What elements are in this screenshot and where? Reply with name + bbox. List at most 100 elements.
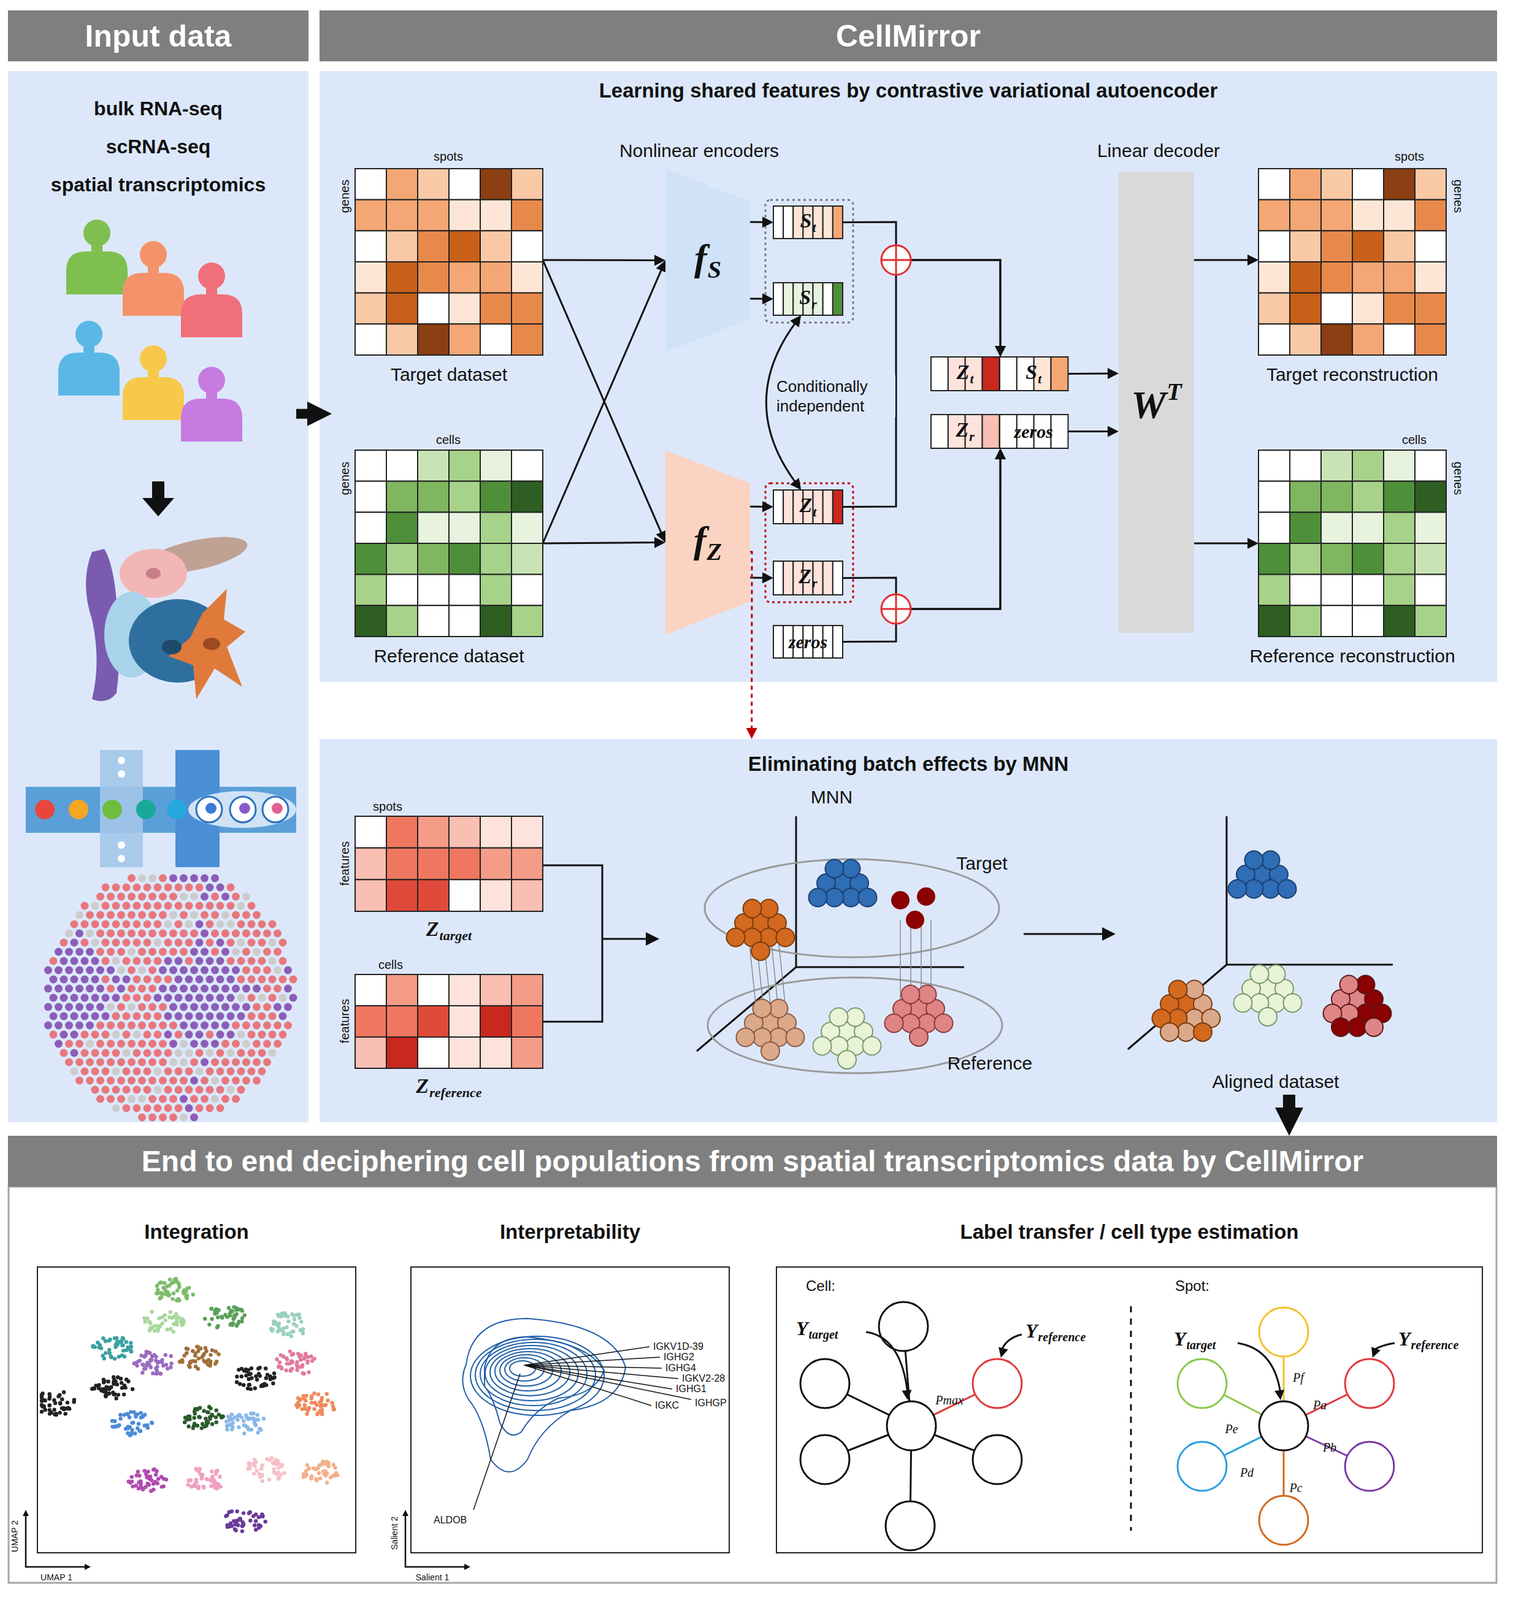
graph-node [1177,1359,1227,1409]
matrix-cell [783,282,794,316]
header-band: CellMirror [319,10,1498,62]
axis [25,1514,86,1567]
matrix-cell [511,323,543,356]
scatter-dot [196,1356,200,1361]
cluster-dot [862,1036,882,1055]
spot-dot [143,902,152,911]
arrow-head [1102,927,1116,941]
scatter-dot [138,1482,143,1487]
spot-dot [137,929,146,938]
graph-node [972,1435,1022,1485]
spot-dot [164,883,173,892]
spot-dot [289,975,298,984]
spot-dot [210,1095,219,1104]
scatter-dot [112,1356,117,1361]
cell-nucleus [203,637,221,651]
cluster-dot [1233,993,1253,1012]
spot-dot [206,883,215,892]
spot-dot [206,975,215,984]
matrix-cell [999,356,1017,391]
spot-dot [190,1021,199,1030]
spot-dot [106,966,115,975]
spot-dot [127,1021,136,1030]
scatter-dot [210,1422,215,1426]
spot-dot [122,1012,131,1021]
scatter-dot [253,1422,257,1426]
scatter-dot [118,1416,123,1421]
matrix-cell [386,323,418,356]
matrix-cell [930,356,949,391]
spot-dot [148,1003,157,1012]
matrix-cell [1383,199,1415,232]
matrix-cell [1321,450,1353,482]
matrix-cell [417,816,449,849]
scatter-dot [156,1291,161,1296]
matrix-cell [1321,230,1353,262]
spot-dot [210,929,219,938]
symbol-group: fZ [693,520,722,565]
spot-dot [263,1040,272,1049]
scatter-dot [214,1420,219,1425]
scatter-dot [314,1477,318,1482]
scatter-dot [47,1408,52,1412]
scatter-dot [225,1424,229,1428]
spot-dot [242,966,251,975]
scatter-dot [284,1325,289,1330]
scatter-dot [189,1359,194,1364]
scatter-dot [142,1354,146,1359]
cluster-dot [813,1036,832,1055]
scatter-dot [325,1398,330,1403]
scatter-dot [225,1427,229,1432]
cluster-dot [842,859,861,879]
spot-dot [85,1040,94,1049]
scatter-dot [216,1352,221,1357]
spot-dot [237,920,246,929]
scatter-dot [196,1486,200,1491]
spot-dot [158,892,167,901]
matrix-cell [1289,574,1322,606]
spot-dot [127,892,136,901]
graph-node [1259,1495,1309,1545]
spot-dot [96,1003,105,1012]
scatter-dot [143,1485,148,1490]
scatter-dot [112,1419,117,1423]
matrix-cell [448,574,481,606]
spot-dot [252,1076,261,1085]
spot-dot [44,966,53,975]
connector [542,537,666,549]
connector-line [542,542,658,544]
spot-dot [179,1058,188,1067]
matrix-cell [1383,293,1415,325]
spot-dot [279,975,288,984]
bead [117,841,126,849]
scatter-dot [276,1365,281,1369]
scatter-dot [96,1386,101,1391]
spot-dot [263,1021,272,1030]
spot-dot [164,938,173,947]
scatter-dot [204,1477,209,1482]
spot-dot [75,911,84,920]
divider [1130,1306,1133,1531]
scatter-dot [260,1479,265,1483]
spot-dot [127,1076,136,1085]
spot-dot [70,975,79,984]
matrix-cell [1258,481,1290,513]
connector-line [1194,258,1251,261]
matrix-cell [417,293,449,325]
matrix-cell [355,816,387,849]
spot-dot [54,966,63,975]
scatter-dot [267,1458,272,1463]
matrix-cell [355,199,387,232]
cluster-dot [751,942,770,961]
panel-ground [319,739,1498,1123]
person-body [66,244,128,295]
scatter-dot [212,1479,217,1484]
spot-dot [133,1030,142,1039]
spot-dot [226,902,235,911]
spot-dot [268,938,277,947]
spot-dot [195,1104,204,1113]
scatter-dot [299,1319,303,1324]
spot-dot [242,1058,251,1067]
scatter-dot [263,1519,268,1524]
spot-dot [65,966,73,975]
